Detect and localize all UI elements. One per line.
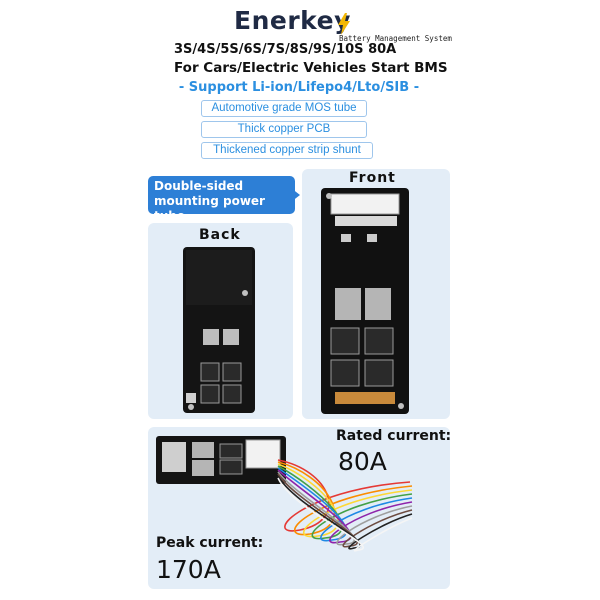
lightning-bolt-icon [338, 13, 350, 35]
support-line: - Support Li-ion/Lifepo4/Lto/SIB - [178, 80, 420, 95]
rated-current-value: 80A [338, 447, 387, 476]
callout-line1: Double-sided [154, 179, 244, 193]
rated-current-label: Rated current: [336, 428, 452, 444]
feature-copper-pcb: Thick copper PCB [201, 121, 367, 138]
double-sided-callout: Double-sided mounting power tube [148, 176, 295, 223]
brand-tagline: Battery Management System [339, 34, 452, 43]
bms-board-back-image [183, 247, 255, 413]
front-label: Front [349, 170, 396, 186]
back-label: Back [199, 227, 241, 243]
brand-logo: Enerkey Battery Management System [234, 6, 464, 43]
brand-name: Enerkey [234, 6, 351, 35]
product-title-line2: For Cars/Electric Vehicles Start BMS [174, 60, 448, 76]
callout-arrow-icon [291, 188, 300, 202]
product-title-line1: 3S/4S/5S/6S/7S/8S/9S/10S 80A [174, 42, 397, 57]
peak-current-label: Peak current: [156, 535, 264, 551]
feature-mos-tube: Automotive grade MOS tube [201, 100, 367, 117]
callout-line2: mounting power tube [154, 194, 265, 223]
feature-copper-shunt: Thickened copper strip shunt [201, 142, 373, 159]
bms-board-front-image [321, 188, 409, 414]
bms-board-with-wires-image [156, 436, 413, 552]
peak-current-value: 170A [156, 555, 221, 584]
